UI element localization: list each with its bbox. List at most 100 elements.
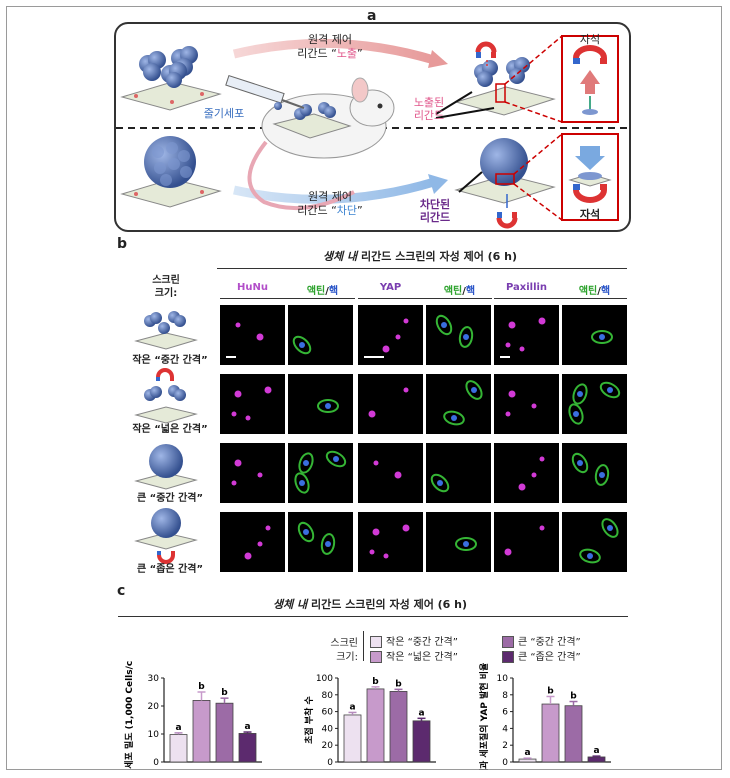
col-header-actin-2: 액틴/핵: [443, 286, 476, 297]
chart1-bar-4: [238, 733, 257, 763]
magnet-label-top: 자석: [579, 33, 601, 46]
top-arrow-head: [428, 50, 448, 68]
legend-item-2: 작은 “넓은 간격”: [370, 648, 458, 663]
top-arrow-line1: 원격 제어: [308, 33, 352, 46]
chart2-bar-2: [366, 688, 385, 763]
micrograph-r3-c6: [562, 443, 627, 503]
micrograph-r2-c1: [220, 374, 285, 434]
micrograph-r2-c5: [494, 374, 559, 434]
exposed-ligand-line1: 노출된: [413, 96, 445, 109]
col-header-paxillin: Paxillin: [505, 282, 548, 293]
row-label-1: 작은 “중간 간격”: [132, 355, 208, 366]
chart2-ytick-label-4: 80: [322, 691, 334, 701]
chart1-letter-4: a: [244, 722, 250, 732]
micrograph-r1-c6: [562, 305, 627, 365]
large-cluster-substrate-left: [120, 136, 222, 208]
micrograph-r3-c2: [288, 443, 353, 503]
micrograph-r2-c4: [426, 374, 491, 434]
chart3-ytick-label-2: 4: [502, 724, 508, 734]
blocked-substrate-right: [454, 138, 556, 229]
chart2-letter-4: a: [418, 708, 424, 718]
micrograph-r3-c1: [220, 443, 285, 503]
legend-title-line1: 스크린: [330, 638, 358, 649]
legend-item-3: 큰 “중간 간격”: [502, 633, 581, 648]
chart2-letter-2: b: [372, 677, 379, 687]
chart2-bar-4: [412, 720, 431, 763]
legend-item-1: 작은 “중간 간격”: [370, 633, 458, 648]
col-header-hunu: HuNu: [237, 282, 268, 293]
row1-icon: [134, 311, 198, 350]
micrograph-r2-c6: [562, 374, 627, 434]
chart3-bar-1: [518, 758, 537, 763]
stem-cell-label: 줄기세포: [203, 107, 245, 120]
bottom-arrow-line1: 원격 제어: [308, 190, 352, 203]
row-label-2: 작은 “넓은 간격”: [132, 424, 208, 435]
chart2-ytick-label-2: 40: [322, 724, 334, 734]
micrograph-r3-c3: [358, 443, 423, 503]
chart3-bar-2: [541, 703, 560, 763]
micrograph-r2-c3: [358, 374, 423, 434]
row2-icon: [134, 368, 198, 424]
blocked-ligand-line2: 리간드: [419, 211, 451, 224]
top-arrow: [232, 38, 436, 65]
chart2-ytick-label-0: 0: [327, 758, 333, 768]
chart3-bar-4: [587, 756, 606, 763]
col-header-yap: YAP: [379, 282, 402, 293]
panel-c-rule: [118, 616, 628, 617]
legend-title-line2: 크기:: [336, 652, 358, 663]
micrograph-r4-c5: [494, 512, 559, 572]
chart2-ytick-label-3: 60: [322, 708, 334, 718]
chart2-ytick-label-1: 20: [322, 741, 334, 751]
row4-icon: [134, 508, 198, 564]
micrograph-r1-c5: [494, 305, 559, 365]
col-header-actin-1: 액틴/핵: [306, 286, 339, 297]
micrograph-r4-c2: [288, 512, 353, 572]
panel-c-title: 생체 내 리간드 스크린의 자성 제어 (6 h): [272, 598, 468, 611]
micrograph-r1-c4: [426, 305, 491, 365]
chart3-letter-3: b: [570, 692, 577, 702]
chart3-ytick-label-4: 8: [502, 691, 508, 701]
micrograph-r3-c4: [426, 443, 491, 503]
chart2-ylabel: 초점 부착 수: [303, 696, 315, 744]
row3-icon: [134, 444, 198, 490]
chart2-bar-1: [343, 714, 362, 763]
screen-size-line2: 크기:: [154, 288, 178, 299]
top-arrow-line2: 리간드 “노출”: [297, 47, 363, 60]
micrograph-r4-c6: [562, 512, 627, 572]
micrograph-r4-c3: [358, 512, 423, 572]
chart3-ytick-label-5: 10: [497, 674, 509, 684]
micrograph-r4-c4: [426, 512, 491, 572]
chart1-ytick-label-1: 10: [148, 730, 160, 740]
micrograph-r1-c1: [220, 305, 285, 365]
chart1-letter-3: b: [221, 688, 228, 698]
micrograph-r4-c1: [220, 512, 285, 572]
chart1-letter-2: b: [198, 682, 205, 692]
small-cluster-substrate-left: [120, 46, 222, 111]
chart1-bar-3: [215, 702, 234, 763]
chart1-bar-2: [192, 700, 211, 763]
blocked-ligand-line1: 차단된: [419, 198, 451, 211]
chart1-ytick-label-0: 0: [153, 758, 159, 768]
panel-c-label: c: [117, 583, 126, 599]
chart2-letter-3: b: [395, 679, 402, 689]
chart3-ytick-label-3: 6: [502, 708, 508, 718]
panel-b-rule: [217, 268, 627, 269]
mouse-illustration: [247, 77, 395, 211]
chart3-letter-4: a: [593, 746, 599, 756]
figure-frame: [6, 6, 722, 770]
micrograph-r2-c2: [288, 374, 353, 434]
syringe-icon: [225, 74, 305, 110]
row-label-3: 큰 “중간 간격”: [136, 493, 204, 504]
row-icons: [134, 311, 198, 564]
chart1-ylabel: 부착된 세포 밀도 (1,000 Cells/cm²): [123, 660, 135, 770]
chart3-bar-3: [564, 705, 583, 763]
panel-b-label: b: [117, 236, 128, 252]
micrograph-r1-c3: [358, 305, 423, 365]
panel-a-label: a: [367, 8, 377, 24]
exposed-substrate-right: [454, 41, 556, 116]
screen-size-line1: 스크린: [152, 275, 180, 286]
exposed-ligand-line2: 리간드: [413, 109, 445, 122]
micrograph-r3-c5: [494, 443, 559, 503]
bottom-arrow-line2: 리간드 “차단”: [297, 204, 363, 217]
